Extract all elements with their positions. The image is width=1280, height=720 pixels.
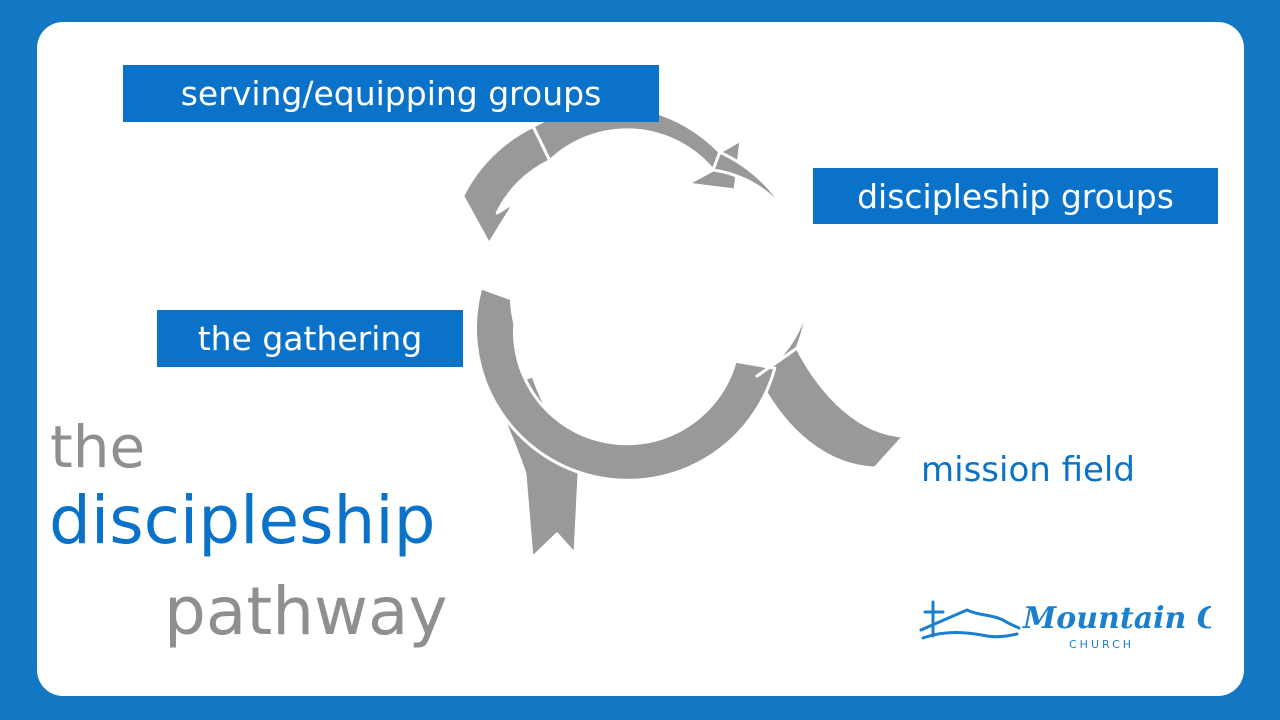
- logo-sub: CHURCH: [1069, 638, 1134, 651]
- ring-center: [510, 187, 730, 407]
- mission-field-label: mission field: [921, 450, 1135, 490]
- logo-name: Mountain City: [1022, 601, 1211, 636]
- slide-card: serving/equipping groups discipleship gr…: [37, 22, 1244, 696]
- ring-segment-discipleship: [711, 150, 812, 378]
- title-pathway: pathway: [164, 573, 448, 650]
- ring-segment-serving: [453, 124, 552, 246]
- cross-mountain-icon: [919, 600, 1021, 640]
- serving-equipping-groups-label: serving/equipping groups: [123, 65, 659, 122]
- title-the: the: [50, 413, 146, 481]
- mission-tail-arrow: [755, 346, 906, 470]
- title-discipleship: discipleship: [49, 482, 436, 559]
- ring-segment-gathering: [474, 286, 777, 482]
- discipleship-groups-label: discipleship groups: [813, 168, 1218, 224]
- mountain-city-church-logo: Mountain City CHURCH: [919, 600, 1211, 651]
- pathway-diagram: [453, 103, 906, 560]
- the-gathering-label: the gathering: [157, 310, 463, 367]
